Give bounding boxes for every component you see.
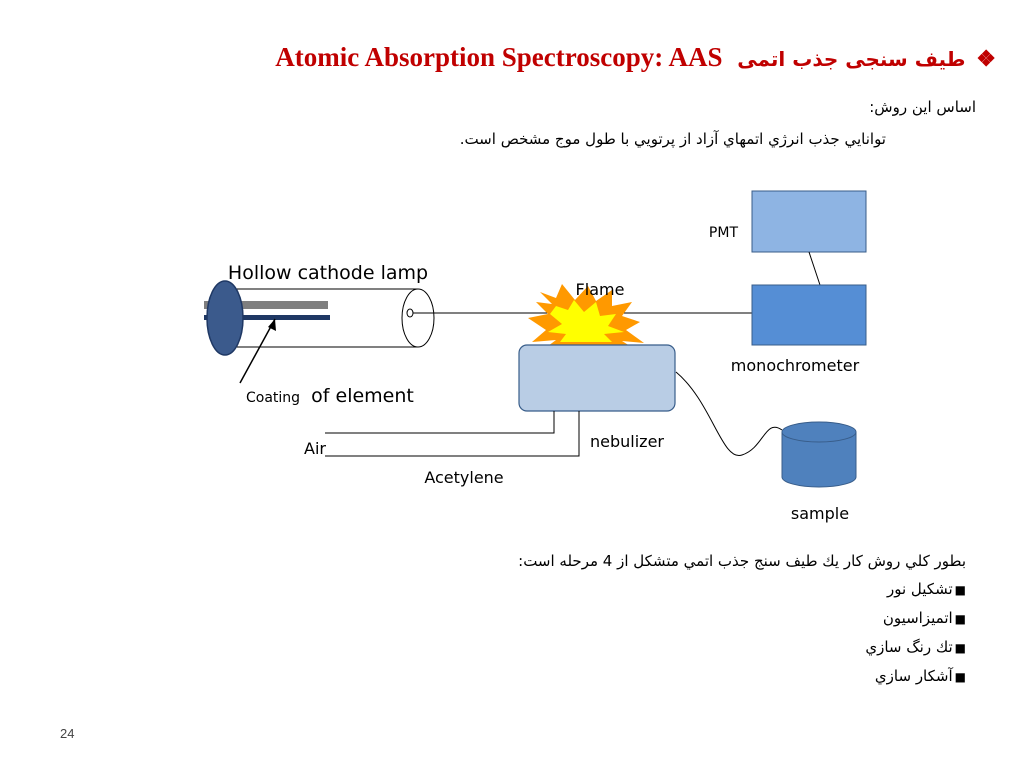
sample-top: [781, 421, 857, 443]
sample-container: [781, 421, 857, 488]
coating-arrowhead: [268, 319, 276, 331]
step-text: اتميزاسيون: [882, 609, 953, 627]
pmt-box: [751, 190, 867, 253]
slide-title: Atomic Absorption Spectroscopy: AAS طیف …: [275, 42, 996, 73]
label-flame: Flame: [576, 280, 625, 299]
label-coating: Coating of element: [246, 385, 414, 407]
step-text: تك رنگ سازي: [865, 638, 953, 656]
label-nebulizer: nebulizer: [590, 432, 664, 451]
label-monochromator: monochrometer: [731, 356, 860, 375]
label-sample: sample: [791, 504, 849, 523]
steps-intro: بطور كلي روش كار يك طيف سنج جذب اتمي متش…: [518, 552, 966, 570]
label-pmt: PMT: [709, 225, 739, 241]
lamp-aperture: [406, 308, 414, 318]
square-bullet-icon: ■: [954, 583, 966, 597]
list-item: ■اتميزاسيون: [518, 609, 966, 627]
pmt-connector: [808, 251, 821, 286]
acetylene-line: [325, 411, 580, 457]
steps-list: ■تشكيل نور ■اتميزاسيون ■تك رنگ سازي ■آشك…: [518, 580, 966, 685]
sample-capillary: [675, 371, 783, 456]
list-item: ■تشكيل نور: [518, 580, 966, 598]
step-text: تشكيل نور: [886, 580, 953, 598]
lamp-tube: [226, 288, 435, 348]
page-number: 24: [60, 726, 75, 741]
air-line: [325, 411, 555, 434]
lamp-window: [401, 288, 419, 348]
list-item: ■آشكار سازي: [518, 667, 966, 685]
list-item: ■تك رنگ سازي: [518, 638, 966, 656]
nebulizer-chamber: [518, 344, 676, 412]
square-bullet-icon: ■: [954, 612, 966, 626]
title-persian: طیف سنجی جذب اتمی: [737, 47, 966, 71]
diamond-bullet-icon: ❖: [976, 46, 996, 71]
lamp-anode: [204, 301, 328, 309]
monochromator-box: [751, 284, 867, 346]
steps-section: بطور كلي روش كار يك طيف سنج جذب اتمي متش…: [518, 552, 966, 696]
intro-line-definition: توانايي جذب انرژي اتمهاي آزاد از پرتويي …: [459, 130, 886, 148]
label-coating-a: Coating: [246, 390, 300, 406]
coating-arrow: [239, 318, 276, 384]
square-bullet-icon: ■: [954, 641, 966, 655]
label-acetylene: Acetylene: [424, 468, 503, 487]
cathode-end-cap: [206, 280, 244, 356]
step-text: آشكار سازي: [874, 667, 953, 685]
label-coating-b: of element: [311, 385, 414, 407]
label-lamp: Hollow cathode lamp: [228, 262, 428, 284]
lamp-cathode-rod: [204, 315, 330, 320]
flame-inner: [548, 300, 624, 342]
sample-body: [781, 432, 857, 488]
title-english: Atomic Absorption Spectroscopy: AAS: [275, 42, 723, 72]
square-bullet-icon: ■: [954, 670, 966, 684]
label-air: Air: [304, 439, 326, 458]
intro-line-basis: اساس این روش:: [869, 98, 976, 116]
